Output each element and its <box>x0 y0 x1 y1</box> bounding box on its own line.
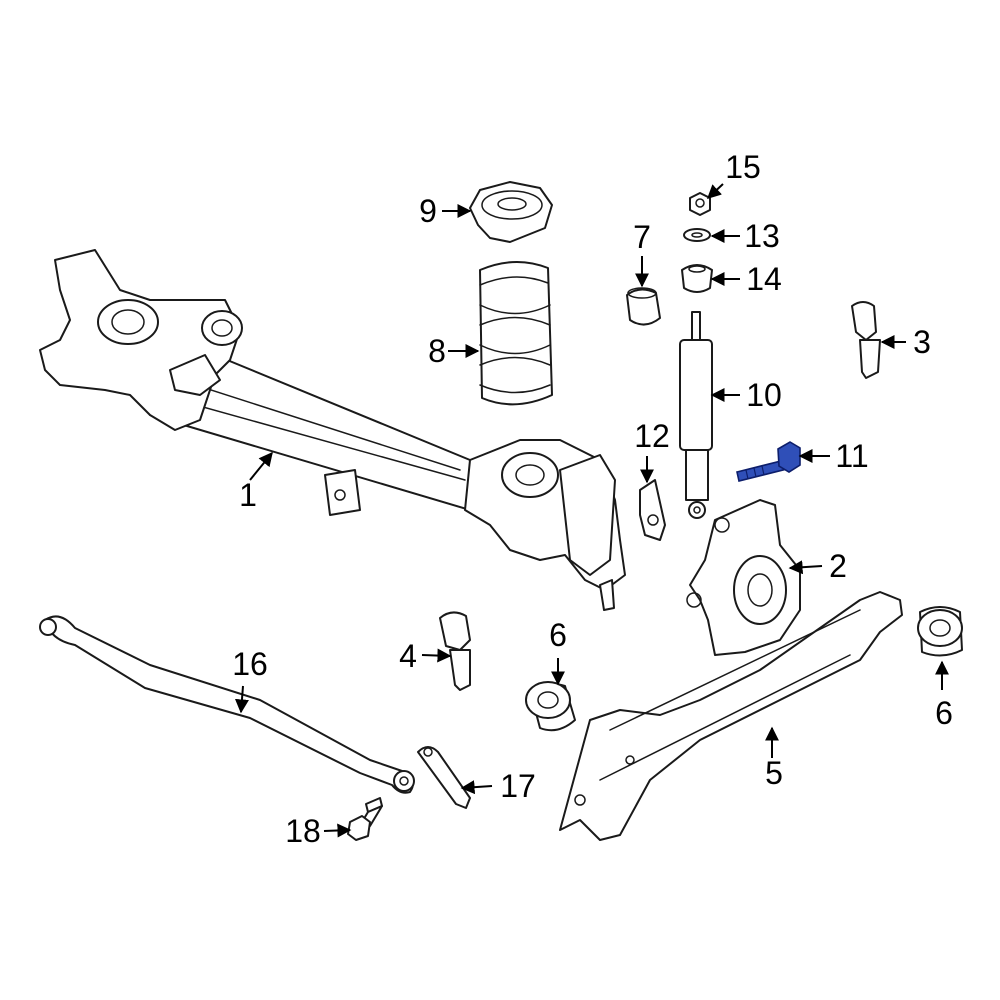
arrow-18 <box>323 823 352 838</box>
callout-18: 18 <box>285 813 321 849</box>
callout-14: 14 <box>746 261 782 297</box>
callout-17: 17 <box>500 768 536 804</box>
shock-absorber[interactable] <box>679 311 713 519</box>
arrow-4 <box>421 648 452 663</box>
bolt-highlighted[interactable] <box>736 441 801 482</box>
track-bar[interactable] <box>39 615 415 794</box>
arrow-15 <box>706 183 724 199</box>
track-bar-bolt[interactable] <box>347 797 383 841</box>
callout-1: 1 <box>239 477 257 513</box>
control-arm[interactable] <box>559 591 903 841</box>
callout-11: 11 <box>835 438 868 474</box>
washer[interactable] <box>683 228 711 242</box>
callout-10: 10 <box>746 377 782 413</box>
callout-16: 16 <box>232 646 268 682</box>
callout-6a: 6 <box>549 617 567 653</box>
jounce-bumper[interactable] <box>626 287 661 326</box>
arrow-16 <box>234 685 249 714</box>
coil-spring[interactable] <box>479 260 553 406</box>
bracket[interactable] <box>639 479 666 541</box>
shock-insulator[interactable] <box>681 264 713 293</box>
leader-arrows <box>234 183 949 838</box>
callout-12: 12 <box>634 418 670 454</box>
callout-8: 8 <box>428 333 446 369</box>
callout-15: 15 <box>725 149 761 185</box>
callout-13: 13 <box>744 218 780 254</box>
track-bar-bracket[interactable] <box>417 746 471 809</box>
callout-9: 9 <box>419 193 437 229</box>
callout-2: 2 <box>829 548 847 584</box>
lower-ball-joint[interactable] <box>439 611 471 691</box>
arrow-2 <box>788 560 823 575</box>
callout-labels: 1 2 3 4 5 6 6 7 8 9 10 11 12 13 14 15 16… <box>232 149 953 849</box>
callout-5: 5 <box>765 755 783 791</box>
shock-nut[interactable] <box>689 192 711 216</box>
bushing-center[interactable] <box>525 681 576 732</box>
bushing-right[interactable] <box>917 606 963 657</box>
steering-knuckle[interactable] <box>686 499 801 656</box>
arrow-1 <box>249 451 273 481</box>
callout-6b: 6 <box>935 695 953 731</box>
upper-ball-joint[interactable] <box>851 301 881 379</box>
callout-4: 4 <box>399 638 417 674</box>
callout-7: 7 <box>633 219 651 255</box>
arrow-17 <box>460 780 493 795</box>
callout-3: 3 <box>913 324 931 360</box>
axle-housing[interactable] <box>39 249 626 611</box>
spring-seat[interactable] <box>469 181 553 243</box>
